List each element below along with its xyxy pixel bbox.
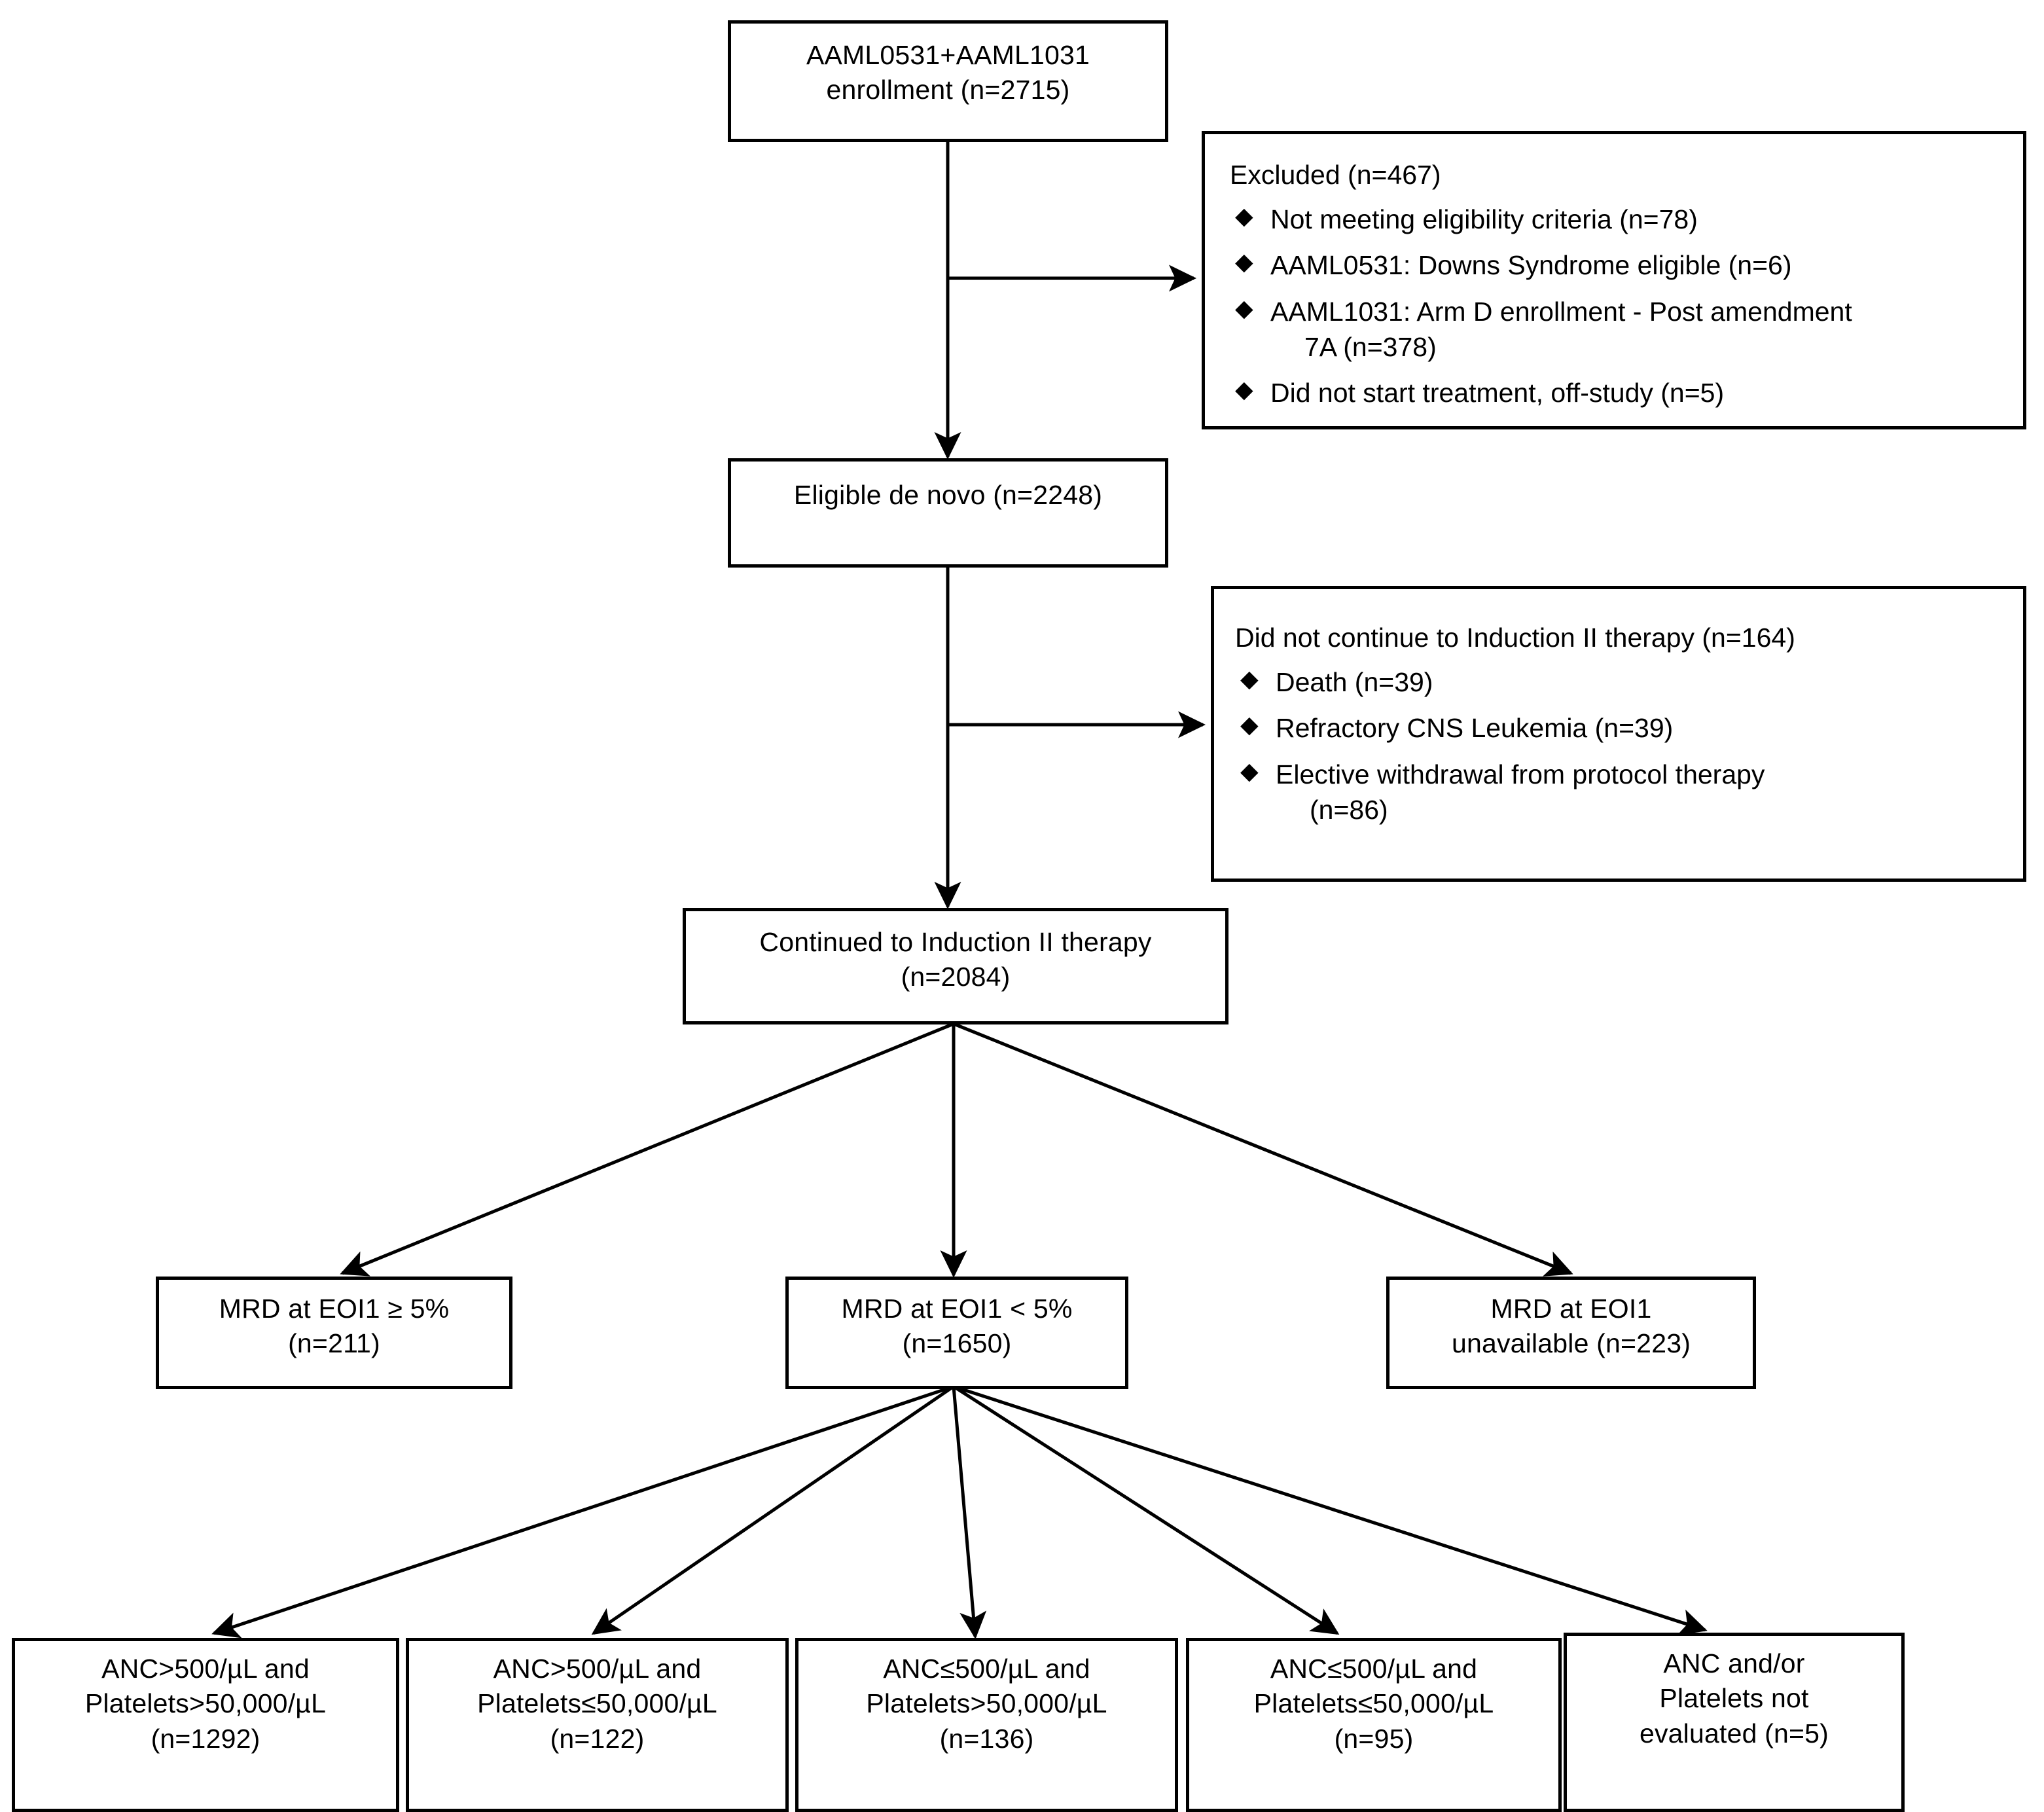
diamond-bullet-icon: ◆ <box>1235 294 1253 321</box>
node-mrd-eoi1-unavailable: MRD at EOI1 unavailable (n=223) <box>1386 1277 1756 1389</box>
node-group2-line-2: Platelets≤50,000/µL <box>477 1688 717 1719</box>
list-item: ◆ AAML1031: Arm D enrollment - Post amen… <box>1230 294 2007 365</box>
list-item-continuation: 7A (n=378) <box>1304 331 1437 362</box>
list-item-text: AAML1031: Arm D enrollment - Post amendm… <box>1270 296 1852 327</box>
node-outcome-group-4: ANC≤500/µL and Platelets≤50,000/µL (n=95… <box>1186 1638 1562 1812</box>
node-did-not-continue: Did not continue to Induction II therapy… <box>1211 586 2026 882</box>
node-group1-line-1: ANC>500/µL and <box>101 1654 310 1684</box>
list-item-text: Death (n=39) <box>1276 667 1433 698</box>
list-item: ◆ Did not start treatment, off-study (n=… <box>1230 375 2007 410</box>
arrow-mrdlow-to-group1 <box>211 1385 954 1639</box>
diamond-bullet-icon: ◆ <box>1240 757 1259 784</box>
diamond-bullet-icon: ◆ <box>1235 202 1253 230</box>
node-group5-line-2: Platelets not <box>1659 1683 1809 1714</box>
arrow-mrdlow-to-group2 <box>591 1385 955 1635</box>
node-mrd-high-line-2: (n=211) <box>288 1328 380 1359</box>
arrow-continued-to-mrd-unavailable <box>953 1022 1573 1277</box>
arrow-continued-to-mrd-high <box>340 1022 954 1277</box>
node-group4-line-1: ANC≤500/µL and <box>1270 1654 1478 1684</box>
list-item: ◆ Death (n=39) <box>1235 664 2010 700</box>
node-mrd-unavailable-line-2: unavailable (n=223) <box>1451 1328 1691 1359</box>
node-outcome-group-3: ANC≤500/µL and Platelets>50,000/µL (n=13… <box>795 1638 1178 1812</box>
node-group5-line-3: evaluated (n=5) <box>1639 1718 1829 1749</box>
arrow-mrdlow-to-group5 <box>953 1385 1708 1635</box>
diamond-bullet-icon: ◆ <box>1240 711 1259 738</box>
node-mrd-eoi1-low: MRD at EOI1 < 5% (n=1650) <box>785 1277 1128 1389</box>
diamond-bullet-icon: ◆ <box>1240 665 1259 693</box>
node-group2-line-1: ANC>500/µL and <box>493 1654 702 1684</box>
node-enrollment: AAML0531+AAML1031 enrollment (n=2715) <box>728 20 1168 142</box>
node-enrollment-line-2: enrollment (n=2715) <box>826 75 1070 105</box>
node-group2-line-3: (n=122) <box>550 1723 645 1754</box>
list-item-text: Did not start treatment, off-study (n=5) <box>1270 377 1725 408</box>
node-mrd-low-line-2: (n=1650) <box>902 1328 1012 1359</box>
list-item-text: Elective withdrawal from protocol therap… <box>1276 759 1765 789</box>
list-item: ◆ Refractory CNS Leukemia (n=39) <box>1235 710 2010 746</box>
node-group1-line-3: (n=1292) <box>151 1723 260 1754</box>
node-outcome-group-1: ANC>500/µL and Platelets>50,000/µL (n=12… <box>12 1638 399 1812</box>
node-group4-line-3: (n=95) <box>1334 1723 1414 1754</box>
list-item-text: Refractory CNS Leukemia (n=39) <box>1276 713 1674 744</box>
node-mrd-low-line-1: MRD at EOI1 < 5% <box>841 1294 1073 1324</box>
node-group4-line-2: Platelets≤50,000/µL <box>1253 1688 1494 1719</box>
node-group3-line-3: (n=136) <box>939 1723 1034 1754</box>
node-group1-line-2: Platelets>50,000/µL <box>84 1688 327 1719</box>
node-continued-line-1: Continued to Induction II therapy <box>759 927 1152 957</box>
list-item: ◆ Not meeting eligibility criteria (n=78… <box>1230 202 2007 237</box>
node-eligible-de-novo: Eligible de novo (n=2248) <box>728 458 1168 568</box>
node-eligible-line-1: Eligible de novo (n=2248) <box>793 480 1103 510</box>
list-item-text: Not meeting eligibility criteria (n=78) <box>1270 204 1698 235</box>
node-group3-line-1: ANC≤500/µL and <box>883 1654 1090 1684</box>
node-excluded: Excluded (n=467) ◆ Not meeting eligibili… <box>1202 131 2026 429</box>
node-group3-line-2: Platelets>50,000/µL <box>866 1688 1107 1719</box>
node-excluded-list: ◆ Not meeting eligibility criteria (n=78… <box>1230 202 2007 410</box>
node-outcome-group-2: ANC>500/µL and Platelets≤50,000/µL (n=12… <box>406 1638 789 1812</box>
diamond-bullet-icon: ◆ <box>1235 375 1253 403</box>
node-mrd-unavailable-line-1: MRD at EOI1 <box>1490 1294 1652 1324</box>
list-item: ◆ AAML0531: Downs Syndrome eligible (n=6… <box>1230 247 2007 283</box>
node-continued-line-2: (n=2084) <box>901 962 1011 992</box>
arrow-mrdlow-to-group3 <box>952 1386 987 1639</box>
node-did-not-continue-list: ◆ Death (n=39) ◆ Refractory CNS Leukemia… <box>1235 664 2010 827</box>
node-continued-to-induction-ii: Continued to Induction II therapy (n=208… <box>683 908 1228 1024</box>
node-group5-line-1: ANC and/or <box>1663 1648 1805 1678</box>
node-enrollment-line-1: AAML0531+AAML1031 <box>806 40 1090 70</box>
node-mrd-eoi1-high: MRD at EOI1 ≥ 5% (n=211) <box>156 1277 512 1389</box>
node-excluded-title: Excluded (n=467) <box>1230 160 1441 190</box>
node-did-not-continue-title: Did not continue to Induction II therapy… <box>1235 623 1795 653</box>
arrow-mrdlow-to-group4 <box>952 1385 1340 1635</box>
node-outcome-group-5: ANC and/or Platelets not evaluated (n=5) <box>1564 1633 1905 1812</box>
node-mrd-high-line-1: MRD at EOI1 ≥ 5% <box>219 1294 450 1324</box>
list-item-continuation: (n=86) <box>1310 794 1388 825</box>
diamond-bullet-icon: ◆ <box>1235 248 1253 276</box>
list-item: ◆ Elective withdrawal from protocol ther… <box>1235 757 2010 827</box>
list-item-text: AAML0531: Downs Syndrome eligible (n=6) <box>1270 250 1792 281</box>
